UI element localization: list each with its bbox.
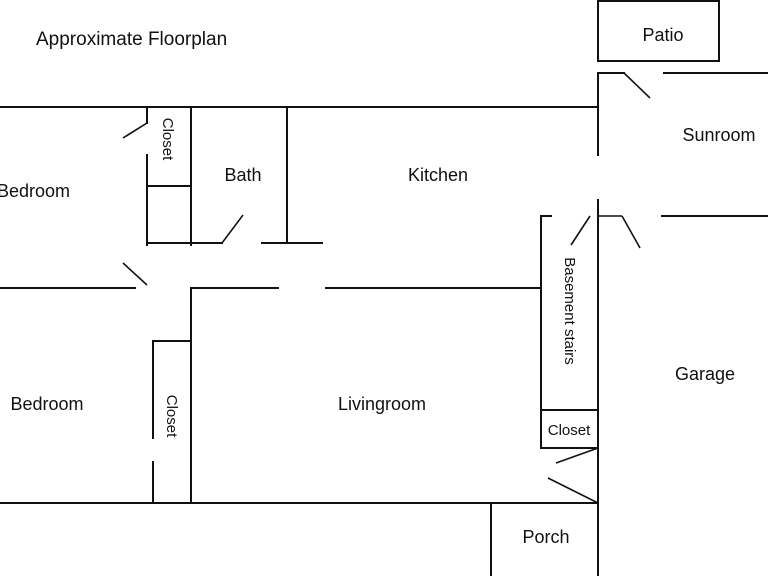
- label-basement-stairs: Basement stairs: [561, 257, 578, 365]
- label-kitchen: Kitchen: [408, 165, 468, 185]
- door-closet-top: [122, 122, 148, 139]
- floorplan-title: Approximate Floorplan: [36, 29, 227, 50]
- label-patio: Patio: [642, 25, 683, 45]
- door-closet-right: [555, 447, 599, 464]
- door-garage: [621, 215, 641, 249]
- door-front: [547, 477, 599, 504]
- label-bedroom-top: Bedroom: [0, 181, 70, 201]
- door-stairs: [570, 215, 591, 246]
- door-bath: [221, 214, 244, 244]
- label-bath: Bath: [224, 165, 261, 185]
- label-sunroom: Sunroom: [682, 125, 755, 145]
- label-livingroom: Livingroom: [338, 394, 426, 414]
- door-sunroom: [623, 72, 651, 99]
- label-garage: Garage: [675, 364, 735, 384]
- label-porch: Porch: [522, 527, 569, 547]
- room-labels: Patio Sunroom Bedroom Closet Bath Kitche…: [0, 25, 756, 547]
- label-closet-right: Closet: [548, 422, 591, 439]
- patio-outline: [597, 0, 720, 62]
- doors: [122, 72, 651, 504]
- door-bedroom-top: [122, 262, 148, 286]
- label-closet-left: Closet: [163, 395, 180, 438]
- label-bedroom-bottom: Bedroom: [10, 394, 83, 414]
- label-closet-top: Closet: [159, 118, 176, 161]
